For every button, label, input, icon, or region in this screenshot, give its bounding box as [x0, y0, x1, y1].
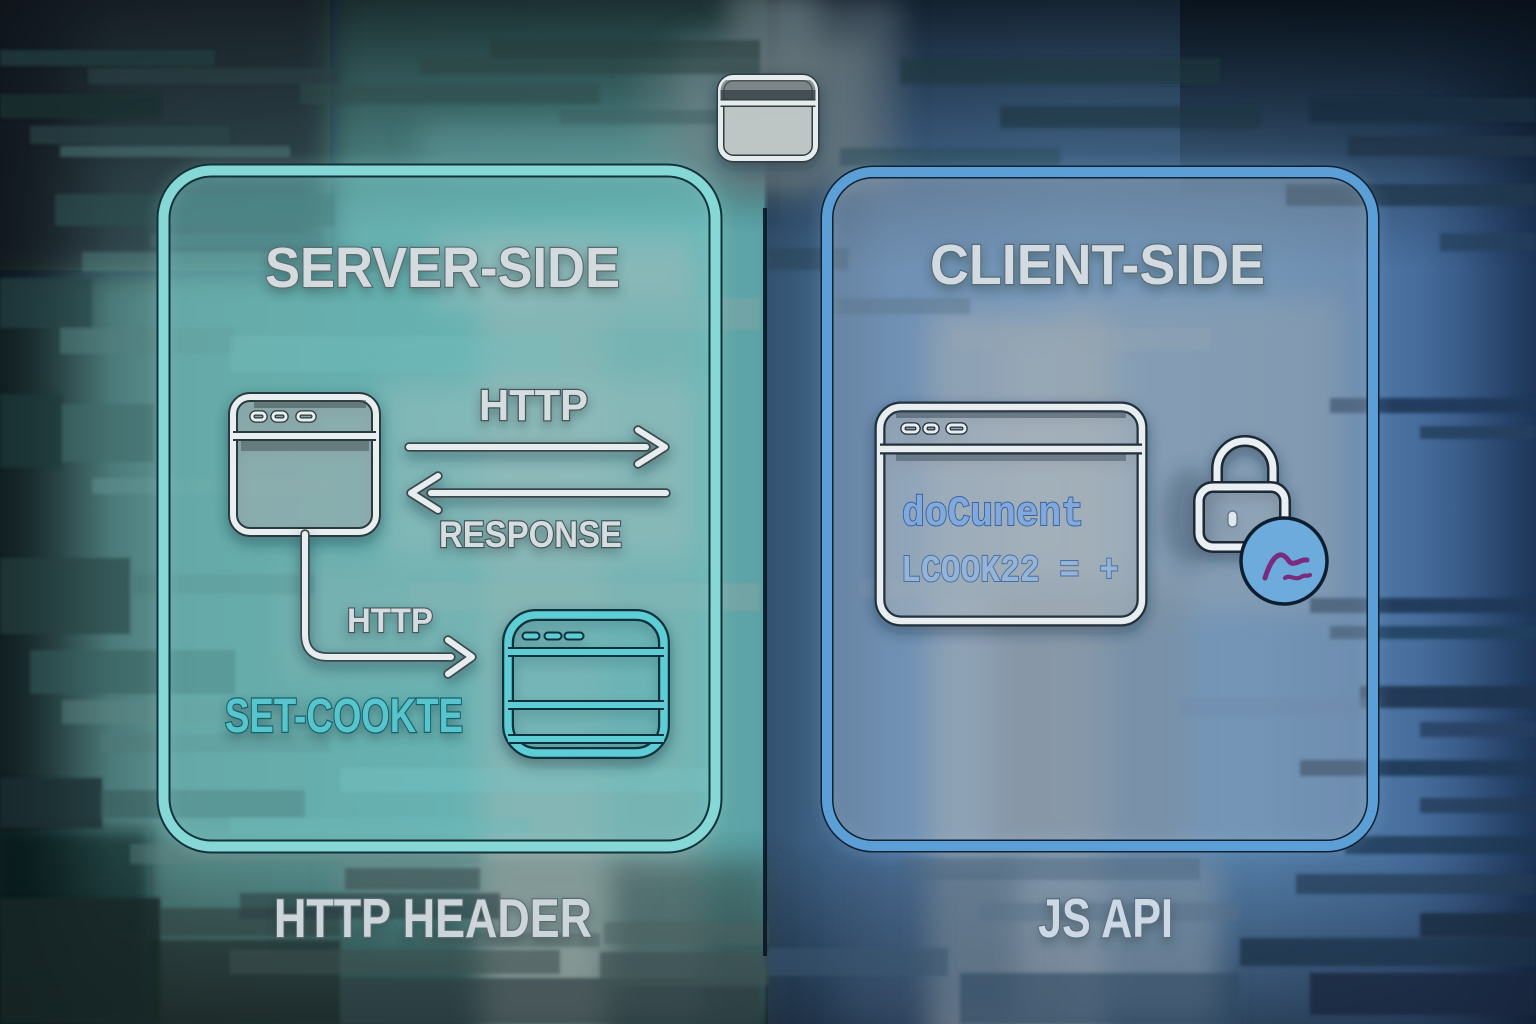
- svg-text:RESPONSE: RESPONSE: [439, 514, 622, 555]
- svg-text:HTTP: HTTP: [347, 602, 433, 640]
- svg-text:HTTP: HTTP: [479, 381, 588, 430]
- svg-text:LCOOK22 = +: LCOOK22 = +: [901, 550, 1119, 593]
- svg-text:doCunent: doCunent: [902, 490, 1084, 538]
- svg-text:JS API: JS API: [1038, 887, 1173, 949]
- svg-text:SET-COOKTE: SET-COOKTE: [225, 690, 463, 743]
- svg-text:CLIENT-SIDE: CLIENT-SIDE: [930, 233, 1265, 297]
- svg-text:SERVER-SIDE: SERVER-SIDE: [265, 236, 620, 300]
- svg-text:HTTP HEADER: HTTP HEADER: [274, 887, 592, 949]
